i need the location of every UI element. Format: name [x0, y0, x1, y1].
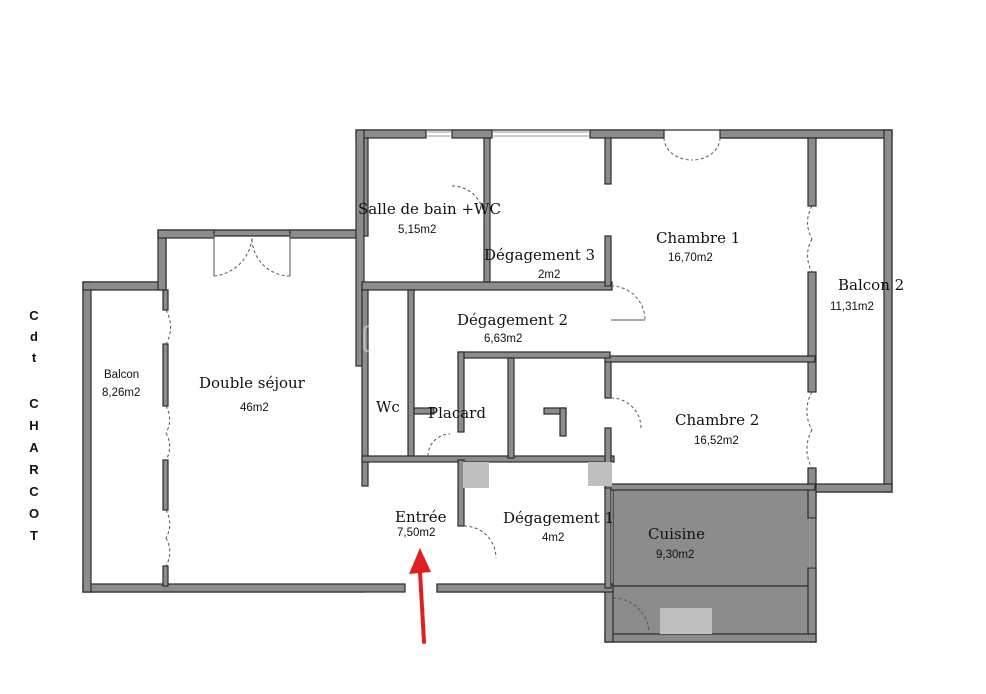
street-name: C d t C H A R C O T — [29, 308, 39, 543]
room-area-balcon-2: 11,31m2 — [830, 301, 874, 313]
walls — [82, 129, 893, 643]
room-name-placard: Placard — [428, 404, 486, 422]
street-letter: O — [29, 506, 39, 521]
room-area-salle-de-bain: 5,15m2 — [398, 224, 436, 236]
room-name-cuisine: Cuisine — [648, 525, 705, 543]
room-labels: Double séjour 46m2 Balcon 8,26m2 Salle d… — [102, 200, 904, 561]
room-name-entree: Entrée — [395, 508, 447, 526]
room-name-balcon-2: Balcon 2 — [838, 276, 904, 294]
room-area-chambre-1: 16,70m2 — [668, 252, 713, 264]
room-area-degagement-3: 2m2 — [538, 269, 560, 281]
street-letter: d — [30, 329, 38, 344]
room-area-chambre-2: 16,52m2 — [694, 435, 739, 447]
column-block-2 — [588, 462, 612, 486]
room-name-degagement-1: Dégagement 1 — [503, 509, 614, 527]
doors — [165, 137, 813, 635]
kitchen-counter — [660, 608, 712, 634]
room-name-degagement-2: Dégagement 2 — [457, 311, 568, 329]
street-letter: C — [29, 484, 39, 499]
windows — [426, 131, 815, 568]
room-name-degagement-3: Dégagement 3 — [484, 246, 595, 264]
street-letter: A — [29, 440, 39, 455]
street-letter: t — [32, 350, 37, 365]
street-letter: T — [30, 528, 38, 543]
street-letter: H — [29, 418, 38, 433]
watermark: ▢ — [360, 316, 397, 357]
street-letter: C — [29, 396, 39, 411]
room-area-degagement-2: 6,63m2 — [484, 333, 522, 345]
column-block-1 — [463, 462, 489, 488]
room-area-cuisine: 9,30m2 — [656, 549, 694, 561]
room-name-wc: Wc — [376, 398, 400, 416]
room-name-double-sejour: Double séjour — [199, 374, 306, 392]
room-name-balcon: Balcon — [104, 369, 139, 381]
street-letter: R — [29, 462, 39, 477]
room-area-balcon: 8,26m2 — [102, 387, 140, 399]
street-letter: C — [29, 308, 39, 323]
room-area-entree: 7,50m2 — [397, 527, 435, 539]
room-name-salle-de-bain: Salle de bain +WC — [358, 200, 501, 218]
room-name-chambre-1: Chambre 1 — [656, 229, 740, 247]
room-area-degagement-1: 4m2 — [542, 532, 564, 544]
entrance-arrow-icon — [409, 548, 431, 644]
room-area-double-sejour: 46m2 — [240, 402, 269, 414]
room-name-chambre-2: Chambre 2 — [675, 411, 759, 429]
